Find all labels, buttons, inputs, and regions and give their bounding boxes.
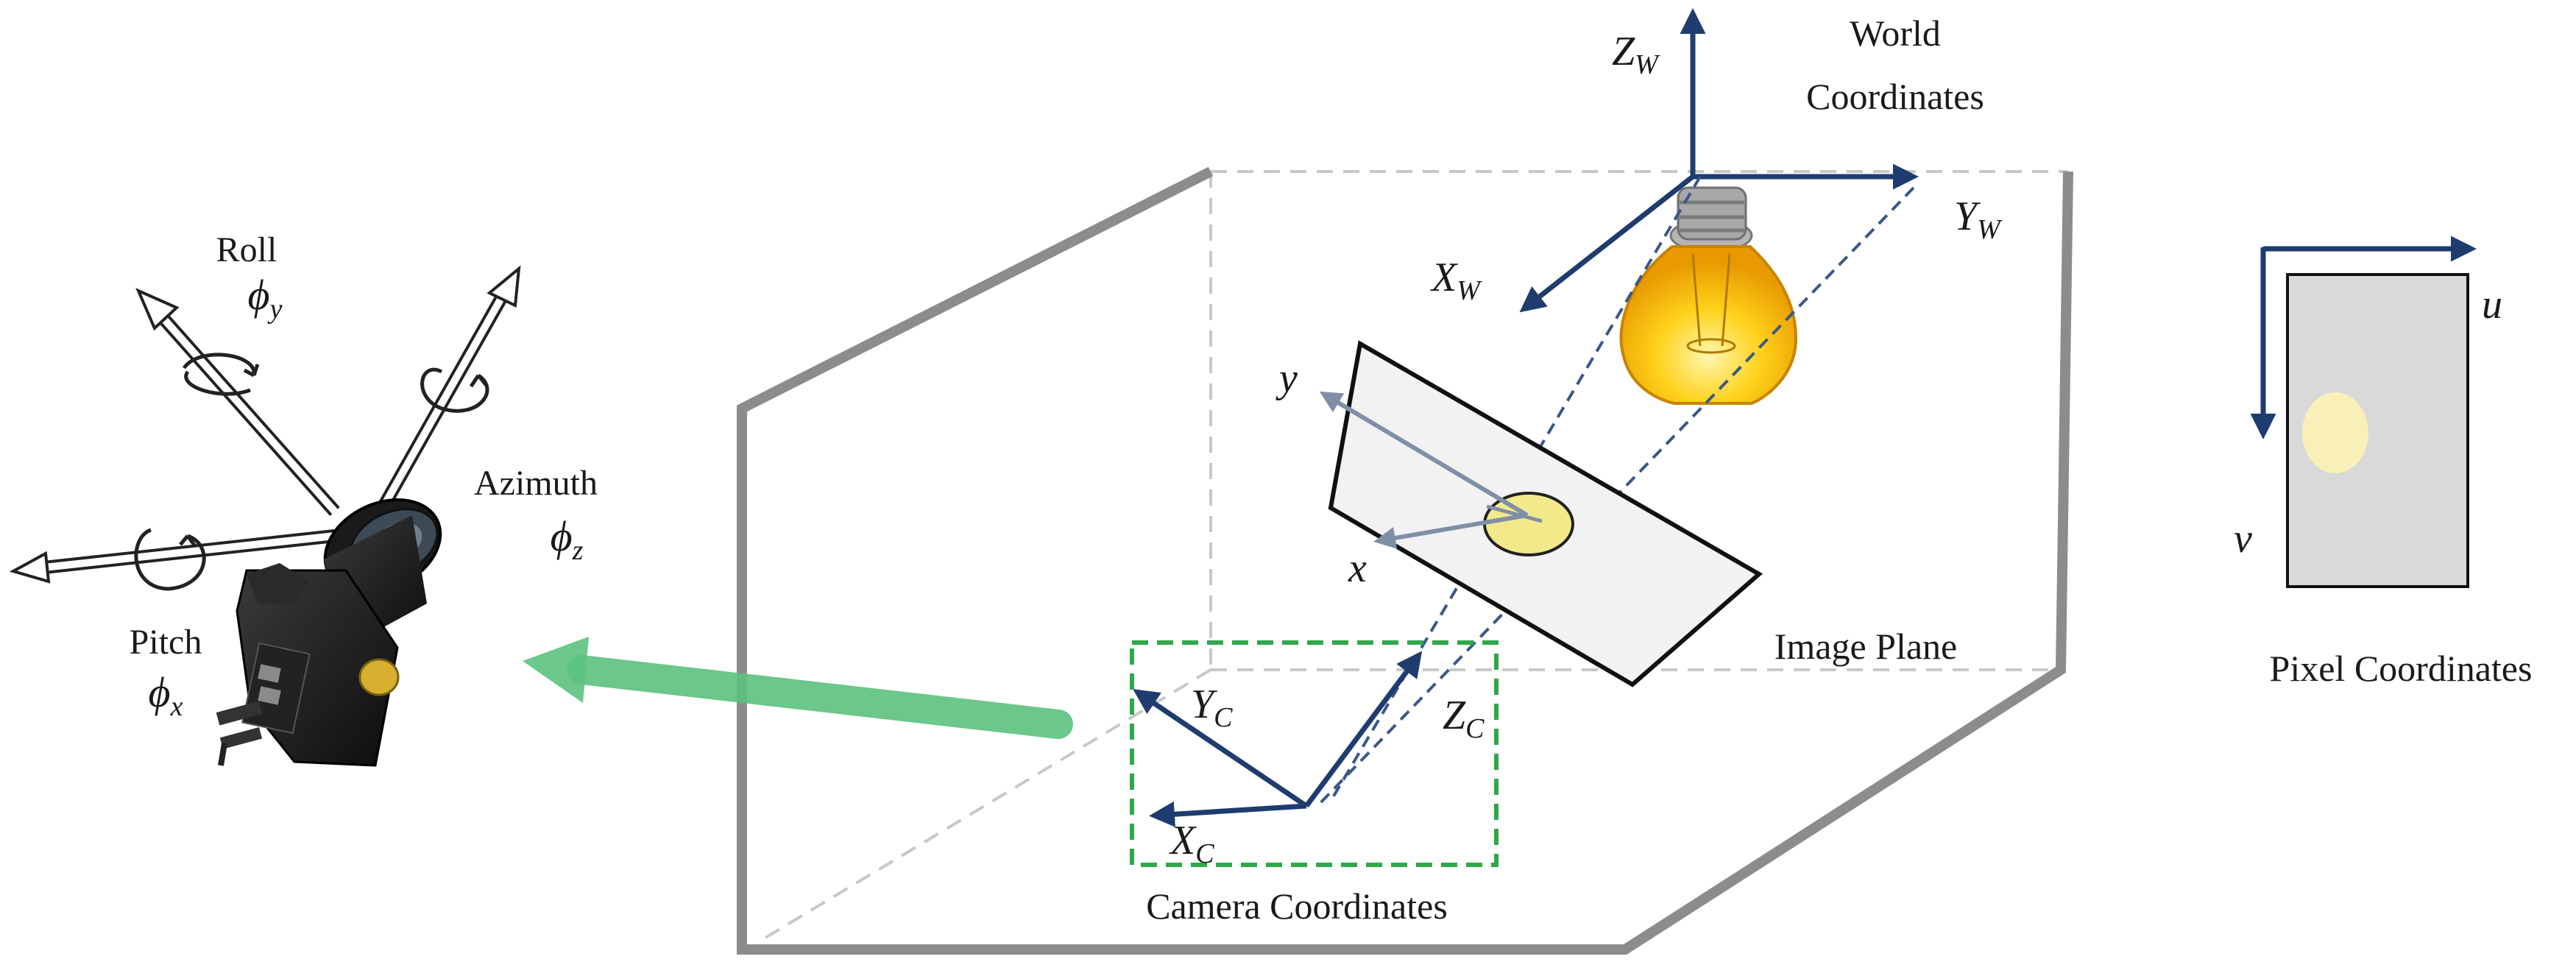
xw-axis-label: XW [1430, 255, 1482, 306]
pixel-u-label: u [2482, 282, 2502, 328]
camera-coordinates-label: Camera Coordinates [1146, 885, 1448, 927]
pixel-light-spot [2302, 392, 2368, 473]
pitch-label: Pitch [130, 623, 202, 662]
labels: Roll ϕy Azimuth ϕz Pitch ϕx World Coordi… [130, 13, 2533, 927]
image-y-axis [1319, 391, 1529, 517]
world-axes [1519, 8, 1919, 313]
pixel-panel [2250, 236, 2477, 588]
world-coordinates-line1: World [1850, 13, 1941, 54]
rotation-axes [9, 265, 521, 591]
pixel-coordinates-label: Pixel Coordinates [2270, 648, 2533, 689]
roll-label: Roll [216, 230, 277, 269]
image-x-label: x [1348, 545, 1367, 591]
camera-axes [1133, 651, 1423, 827]
image-y-label: y [1275, 356, 1298, 401]
zc-axis-label: ZC [1443, 693, 1485, 744]
image-plane-light-spot [1483, 492, 1574, 556]
azimuth-label: Azimuth [474, 464, 598, 503]
mapping-arrow [523, 637, 1073, 739]
xc-axis-label: XC [1169, 818, 1214, 869]
pixel-v-label: v [2234, 516, 2252, 562]
azimuth-symbol: ϕz [551, 512, 584, 566]
light-bulb-icon [1619, 186, 1798, 405]
roll-symbol: ϕy [248, 271, 283, 325]
image-x-axis [1373, 513, 1528, 549]
image-plane [1319, 340, 1763, 687]
camera-icon [216, 498, 442, 767]
image-plane-label: Image Plane [1774, 626, 1958, 667]
pitch-symbol: ϕx [149, 668, 183, 722]
room-frame [737, 166, 2073, 955]
yc-axis-label: YC [1191, 682, 1233, 733]
yw-axis-label: YW [1954, 194, 2003, 245]
zw-axis-label: ZW [1612, 29, 1660, 80]
world-coordinates-line2: Coordinates [1806, 76, 1984, 117]
camera-coordinates-box [1130, 640, 1498, 867]
